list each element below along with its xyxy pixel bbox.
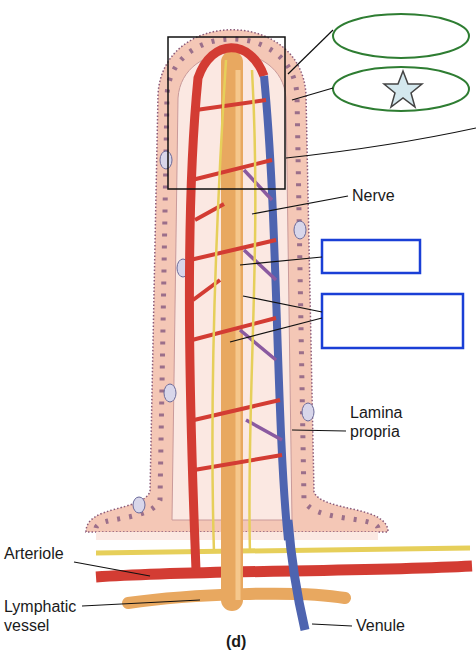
goblet-cell <box>133 497 145 513</box>
part-label: Lymphatic vessel <box>4 597 80 635</box>
leader-line <box>292 88 333 100</box>
lacteal-highlight <box>236 70 241 600</box>
capillary <box>189 48 264 570</box>
star-symbol <box>384 71 422 107</box>
leader-line <box>82 600 200 606</box>
leader-line <box>74 562 150 576</box>
part-label: Venule <box>356 616 405 635</box>
part-label: Arteriole <box>4 544 64 563</box>
leader-line <box>288 30 333 74</box>
leader-line <box>252 196 348 214</box>
zoom-line <box>286 128 476 158</box>
arteriole <box>96 566 472 577</box>
leader-line <box>292 430 346 431</box>
blank-label <box>333 67 469 111</box>
capillary-branch <box>240 170 282 440</box>
capillary-branch <box>190 100 282 470</box>
leader-line <box>230 296 322 342</box>
leader-line <box>240 257 322 265</box>
zoom-box <box>168 37 285 189</box>
goblet-cell <box>302 403 314 421</box>
leader-line <box>312 624 352 626</box>
figure-letter: (d) <box>226 632 246 651</box>
goblet-cell <box>164 384 176 402</box>
nerve-fiber <box>213 60 256 553</box>
part-label: Nerve <box>352 186 395 205</box>
part-label: Lamina propria <box>350 403 422 441</box>
blank-label <box>322 294 463 348</box>
goblet-cell <box>294 221 306 239</box>
goblet-cell <box>160 151 172 169</box>
nerve-band <box>96 548 470 553</box>
blank-label <box>322 240 420 273</box>
blank-label <box>333 14 469 58</box>
